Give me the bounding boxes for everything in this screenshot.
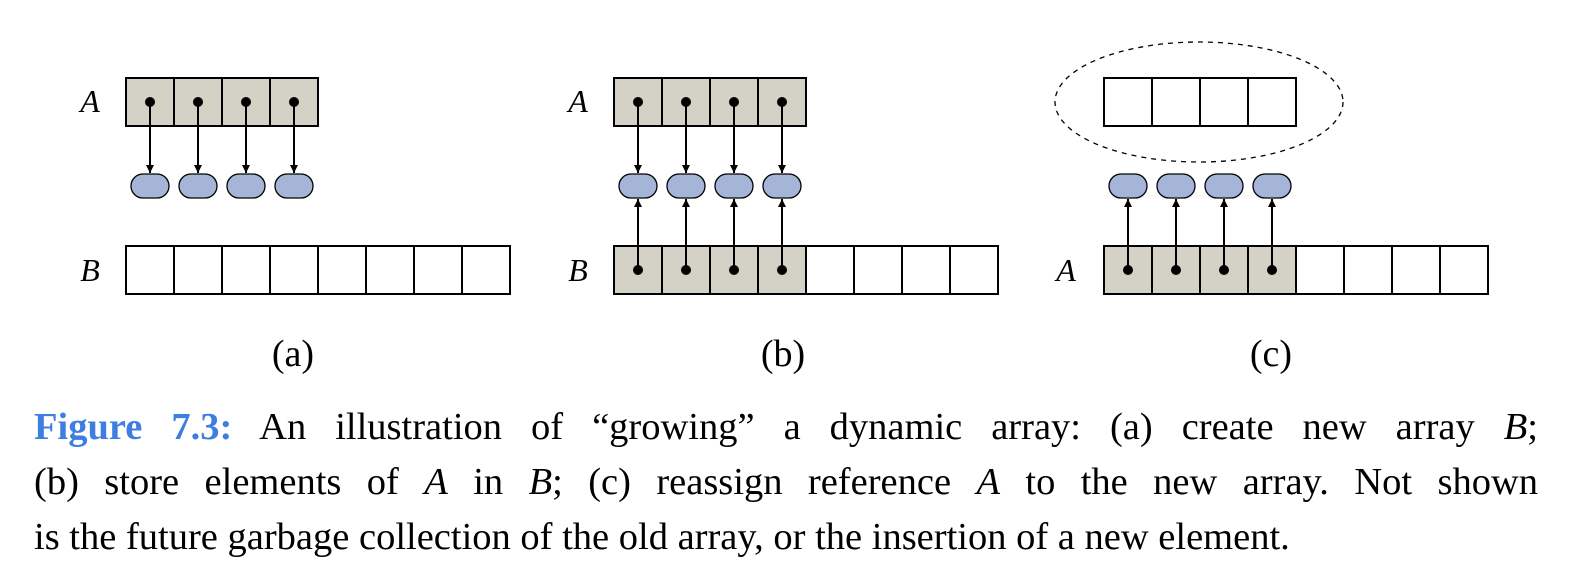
- bottom-array: [613, 245, 999, 295]
- caption-var: A: [976, 461, 1000, 503]
- element-blob: [618, 173, 658, 199]
- array-cell: [461, 245, 511, 295]
- array-cell: [413, 245, 463, 295]
- element-blob: [666, 173, 706, 199]
- caption-line-3: is the future garbage collection of the …: [34, 516, 1290, 558]
- array-cell: [269, 245, 319, 295]
- panel-sublabel: (b): [761, 333, 805, 375]
- bottom-array: [1103, 245, 1489, 295]
- array-cell: [1439, 245, 1489, 295]
- caption-text: in: [473, 461, 504, 503]
- element-blob: [130, 173, 170, 199]
- array-cell: [949, 245, 999, 295]
- array-cell: [365, 245, 415, 295]
- element-blob: [1204, 173, 1244, 199]
- panel-b: A B (b): [566, 77, 999, 375]
- element-blob: [274, 173, 314, 199]
- element-blob: [762, 173, 802, 199]
- element-blob: [1252, 173, 1292, 199]
- element-blob: [178, 173, 218, 199]
- caption-line-1: Figure 7.3: An illustration of “growing”…: [34, 400, 1538, 455]
- array-cell: [1343, 245, 1393, 295]
- array-cell: [221, 245, 271, 295]
- array-cell: [1151, 77, 1201, 127]
- top-array: [1103, 77, 1297, 127]
- top-array-label: A: [566, 83, 588, 119]
- element-blob: [1156, 173, 1196, 199]
- bottom-array-label: B: [568, 252, 588, 288]
- array-cell: [1103, 77, 1153, 127]
- caption-text: ;: [1527, 406, 1538, 448]
- bottom-array-label: A: [1054, 252, 1076, 288]
- element-blob: [714, 173, 754, 199]
- array-cell: [1295, 245, 1345, 295]
- bottom-array: [125, 245, 511, 295]
- array-cell: [1247, 77, 1297, 127]
- dynamic-array-diagram: A B (a) A B (b) A (c): [78, 41, 1489, 375]
- caption-var: A: [424, 461, 448, 503]
- caption-text: (b) store elements of: [34, 461, 399, 503]
- caption-var: B: [528, 461, 553, 503]
- element-blob: [226, 173, 266, 199]
- caption-text: An illustration of “growing” a dynamic a…: [259, 406, 1475, 448]
- old-array-outline: [1054, 41, 1344, 163]
- array-cell: [173, 245, 223, 295]
- caption-text: ; (c) reassign reference: [552, 461, 952, 503]
- array-cell: [805, 245, 855, 295]
- array-cell: [125, 245, 175, 295]
- caption-text: to the new array. Not shown: [1025, 461, 1539, 503]
- bottom-array-label: B: [80, 252, 100, 288]
- array-cell: [853, 245, 903, 295]
- array-cell: [317, 245, 367, 295]
- figure-caption: Figure 7.3: An illustration of “growing”…: [34, 400, 1538, 565]
- caption-var: B: [1503, 406, 1528, 448]
- element-blob: [1108, 173, 1148, 199]
- array-cell: [1199, 77, 1249, 127]
- panel-sublabel: (c): [1250, 333, 1292, 375]
- top-array-label: A: [78, 83, 100, 119]
- panel-sublabel: (a): [272, 333, 314, 375]
- figure-label: Figure 7.3:: [34, 406, 233, 448]
- caption-line-2: (b) store elements of A in B; (c) reassi…: [34, 455, 1538, 510]
- panel-c: A (c): [1054, 41, 1489, 375]
- array-cell: [1391, 245, 1441, 295]
- array-cell: [901, 245, 951, 295]
- panel-a: A B (a): [78, 77, 511, 375]
